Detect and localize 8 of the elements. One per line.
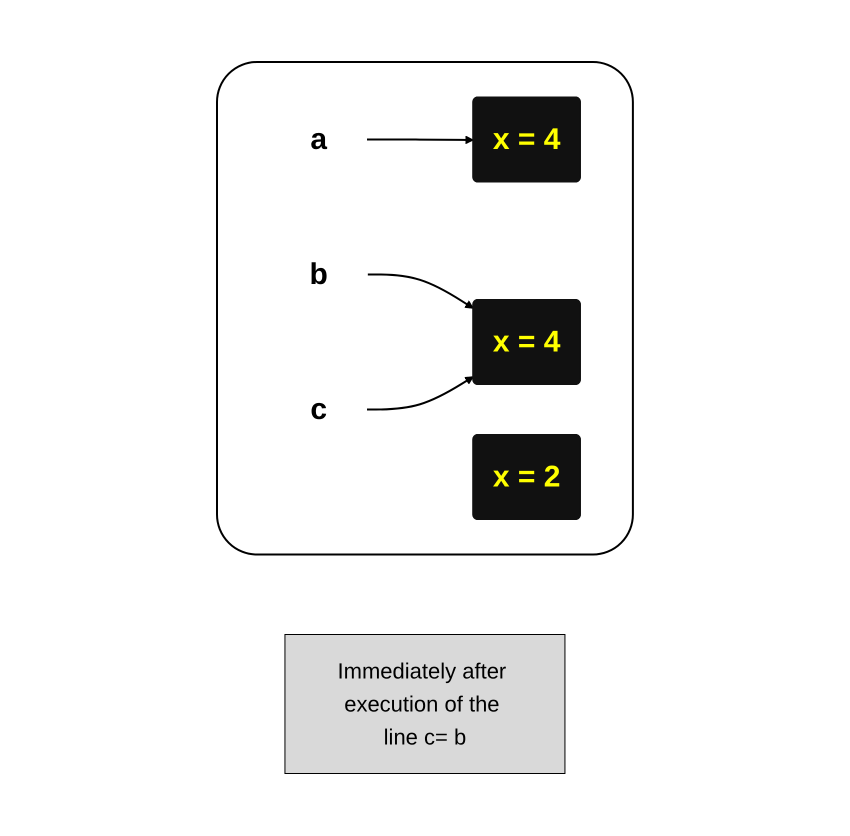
- node-text: a: [310, 123, 328, 156]
- arrow: [367, 136, 474, 145]
- arrow: [368, 274, 474, 309]
- cluster: [216, 61, 634, 556]
- node-box: Immediately after execution of the line c= b: [284, 634, 566, 774]
- arrow: [367, 376, 474, 411]
- node-text: c: [310, 393, 328, 426]
- node-text: b: [310, 258, 328, 292]
